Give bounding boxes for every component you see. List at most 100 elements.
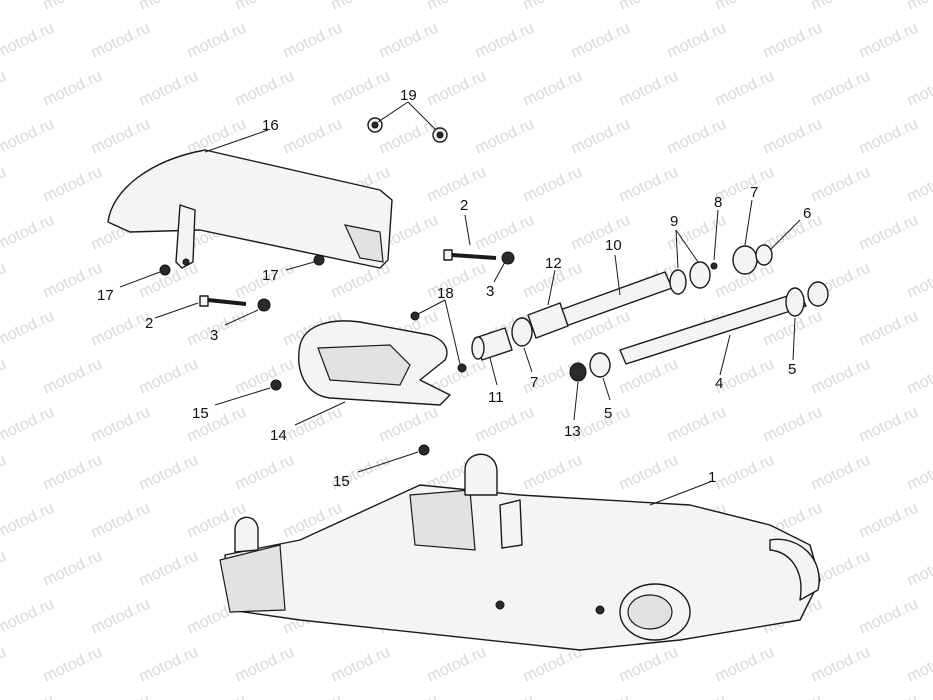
- watermark-text: motod.ru: [617, 68, 681, 110]
- watermark-text: motod.ru: [617, 452, 681, 494]
- callout-label: 11: [488, 389, 504, 406]
- watermark-text: motod.ru: [569, 692, 633, 700]
- watermark-text: motod.ru: [0, 0, 9, 14]
- watermark-text: motod.ru: [185, 20, 249, 62]
- watermark-text: motod.ru: [473, 212, 537, 254]
- watermark-text: motod.ru: [905, 260, 933, 302]
- watermark-text: motod.ru: [425, 0, 489, 14]
- watermark-text: motod.ru: [857, 692, 921, 700]
- watermark-text: motod.ru: [761, 20, 825, 62]
- watermark-text: motod.ru: [137, 452, 201, 494]
- watermark-text: motod.ru: [0, 260, 9, 302]
- watermark-text: motod.ru: [41, 356, 105, 398]
- watermark-text: motod.ru: [761, 404, 825, 446]
- watermark-text: motod.ru: [713, 452, 777, 494]
- watermark-text: motod.ru: [521, 164, 585, 206]
- watermark-text: motod.ru: [809, 356, 873, 398]
- callout-label: 5: [604, 405, 612, 422]
- callout-label: 14: [270, 427, 287, 444]
- callout-label: 7: [530, 374, 538, 391]
- watermark-text: motod.ru: [857, 20, 921, 62]
- callout-label: 15: [333, 473, 350, 490]
- watermark-text: motod.ru: [137, 68, 201, 110]
- callout-label: 3: [210, 327, 218, 344]
- watermark-text: motod.ru: [665, 20, 729, 62]
- callout-label: 18: [437, 285, 454, 302]
- callout-label: 3: [486, 283, 494, 300]
- watermark-text: motod.ru: [905, 548, 933, 590]
- callout-label: 9: [670, 213, 678, 230]
- watermark-text: motod.ru: [0, 20, 57, 62]
- callout-label: 4: [715, 375, 723, 392]
- watermark-text: motod.ru: [233, 644, 297, 686]
- watermark-text: motod.ru: [761, 212, 825, 254]
- watermark-text: motod.ru: [377, 404, 441, 446]
- watermark-text: motod.ru: [329, 260, 393, 302]
- part-axle: [569, 281, 829, 382]
- callout-label: 13: [564, 423, 581, 440]
- callout-label: 5: [788, 361, 796, 378]
- watermark-text: motod.ru: [41, 260, 105, 302]
- watermark-text: motod.ru: [281, 20, 345, 62]
- part-chain-guard: [107, 149, 393, 269]
- watermark-text: motod.ru: [41, 0, 105, 14]
- watermark-text: motod.ru: [473, 404, 537, 446]
- watermark-text: motod.ru: [521, 68, 585, 110]
- watermark-text: motod.ru: [713, 68, 777, 110]
- watermark-text: motod.ru: [857, 212, 921, 254]
- watermark-text: motod.ru: [377, 116, 441, 158]
- part-spindle: [471, 244, 773, 361]
- watermark-text: motod.ru: [425, 164, 489, 206]
- callout-label: 10: [605, 237, 622, 254]
- watermark-text: motod.ru: [905, 68, 933, 110]
- watermark-text: motod.ru: [809, 452, 873, 494]
- watermark-text: motod.ru: [233, 0, 297, 14]
- watermark-text: motod.ru: [41, 164, 105, 206]
- watermark-text: motod.ru: [713, 0, 777, 14]
- watermark-text: motod.ru: [0, 356, 9, 398]
- watermark-text: motod.ru: [569, 20, 633, 62]
- watermark-text: motod.ru: [41, 644, 105, 686]
- callout-label: 6: [803, 205, 811, 222]
- watermark-text: motod.ru: [137, 548, 201, 590]
- watermark-text: motod.ru: [137, 356, 201, 398]
- callout-label: 2: [145, 315, 153, 332]
- watermark-text: motod.ru: [425, 68, 489, 110]
- watermark-text: motod.ru: [473, 116, 537, 158]
- watermark-text: motod.ru: [329, 644, 393, 686]
- watermark-text: motod.ru: [0, 212, 57, 254]
- callout-label: 17: [262, 267, 279, 284]
- leader-lines: [119, 101, 801, 506]
- watermark-text: motod.ru: [89, 500, 153, 542]
- watermark-text: motod.ru: [857, 308, 921, 350]
- watermark-text: motod.ru: [713, 644, 777, 686]
- watermark-text: motod.ru: [89, 692, 153, 700]
- watermark-text: motod.ru: [329, 68, 393, 110]
- watermark-text: motod.ru: [329, 0, 393, 14]
- part-swinging-arm: [219, 453, 821, 651]
- watermark-text: motod.ru: [41, 548, 105, 590]
- callout-label: 12: [545, 255, 562, 272]
- watermark-text: motod.ru: [89, 116, 153, 158]
- watermark-text: motod.ru: [857, 596, 921, 638]
- part-bolts: [159, 249, 515, 373]
- callout-labels: 1 2 2 3 3 4 5 5 6 7 7 8 9 10 11 12 13 14…: [97, 87, 811, 490]
- callout-label: 16: [262, 117, 279, 134]
- watermark-text: motod.ru: [857, 404, 921, 446]
- watermark-text: motod.ru: [617, 164, 681, 206]
- watermark-text: motod.ru: [89, 308, 153, 350]
- watermark-text: motod.ru: [905, 644, 933, 686]
- watermark-text: motod.ru: [809, 164, 873, 206]
- callout-label: 8: [714, 194, 722, 211]
- watermark-text: motod.ru: [0, 116, 57, 158]
- callout-label: 19: [400, 87, 417, 104]
- watermark-text: motod.ru: [137, 644, 201, 686]
- watermark-text: motod.ru: [0, 164, 9, 206]
- watermark-text: motod.ru: [809, 644, 873, 686]
- watermark-text: motod.ru: [761, 116, 825, 158]
- watermark-text: motod.ru: [41, 452, 105, 494]
- callout-label: 17: [97, 287, 114, 304]
- watermark-text: motod.ru: [905, 164, 933, 206]
- callout-label: 7: [750, 184, 758, 201]
- watermark-text: motod.ru: [905, 356, 933, 398]
